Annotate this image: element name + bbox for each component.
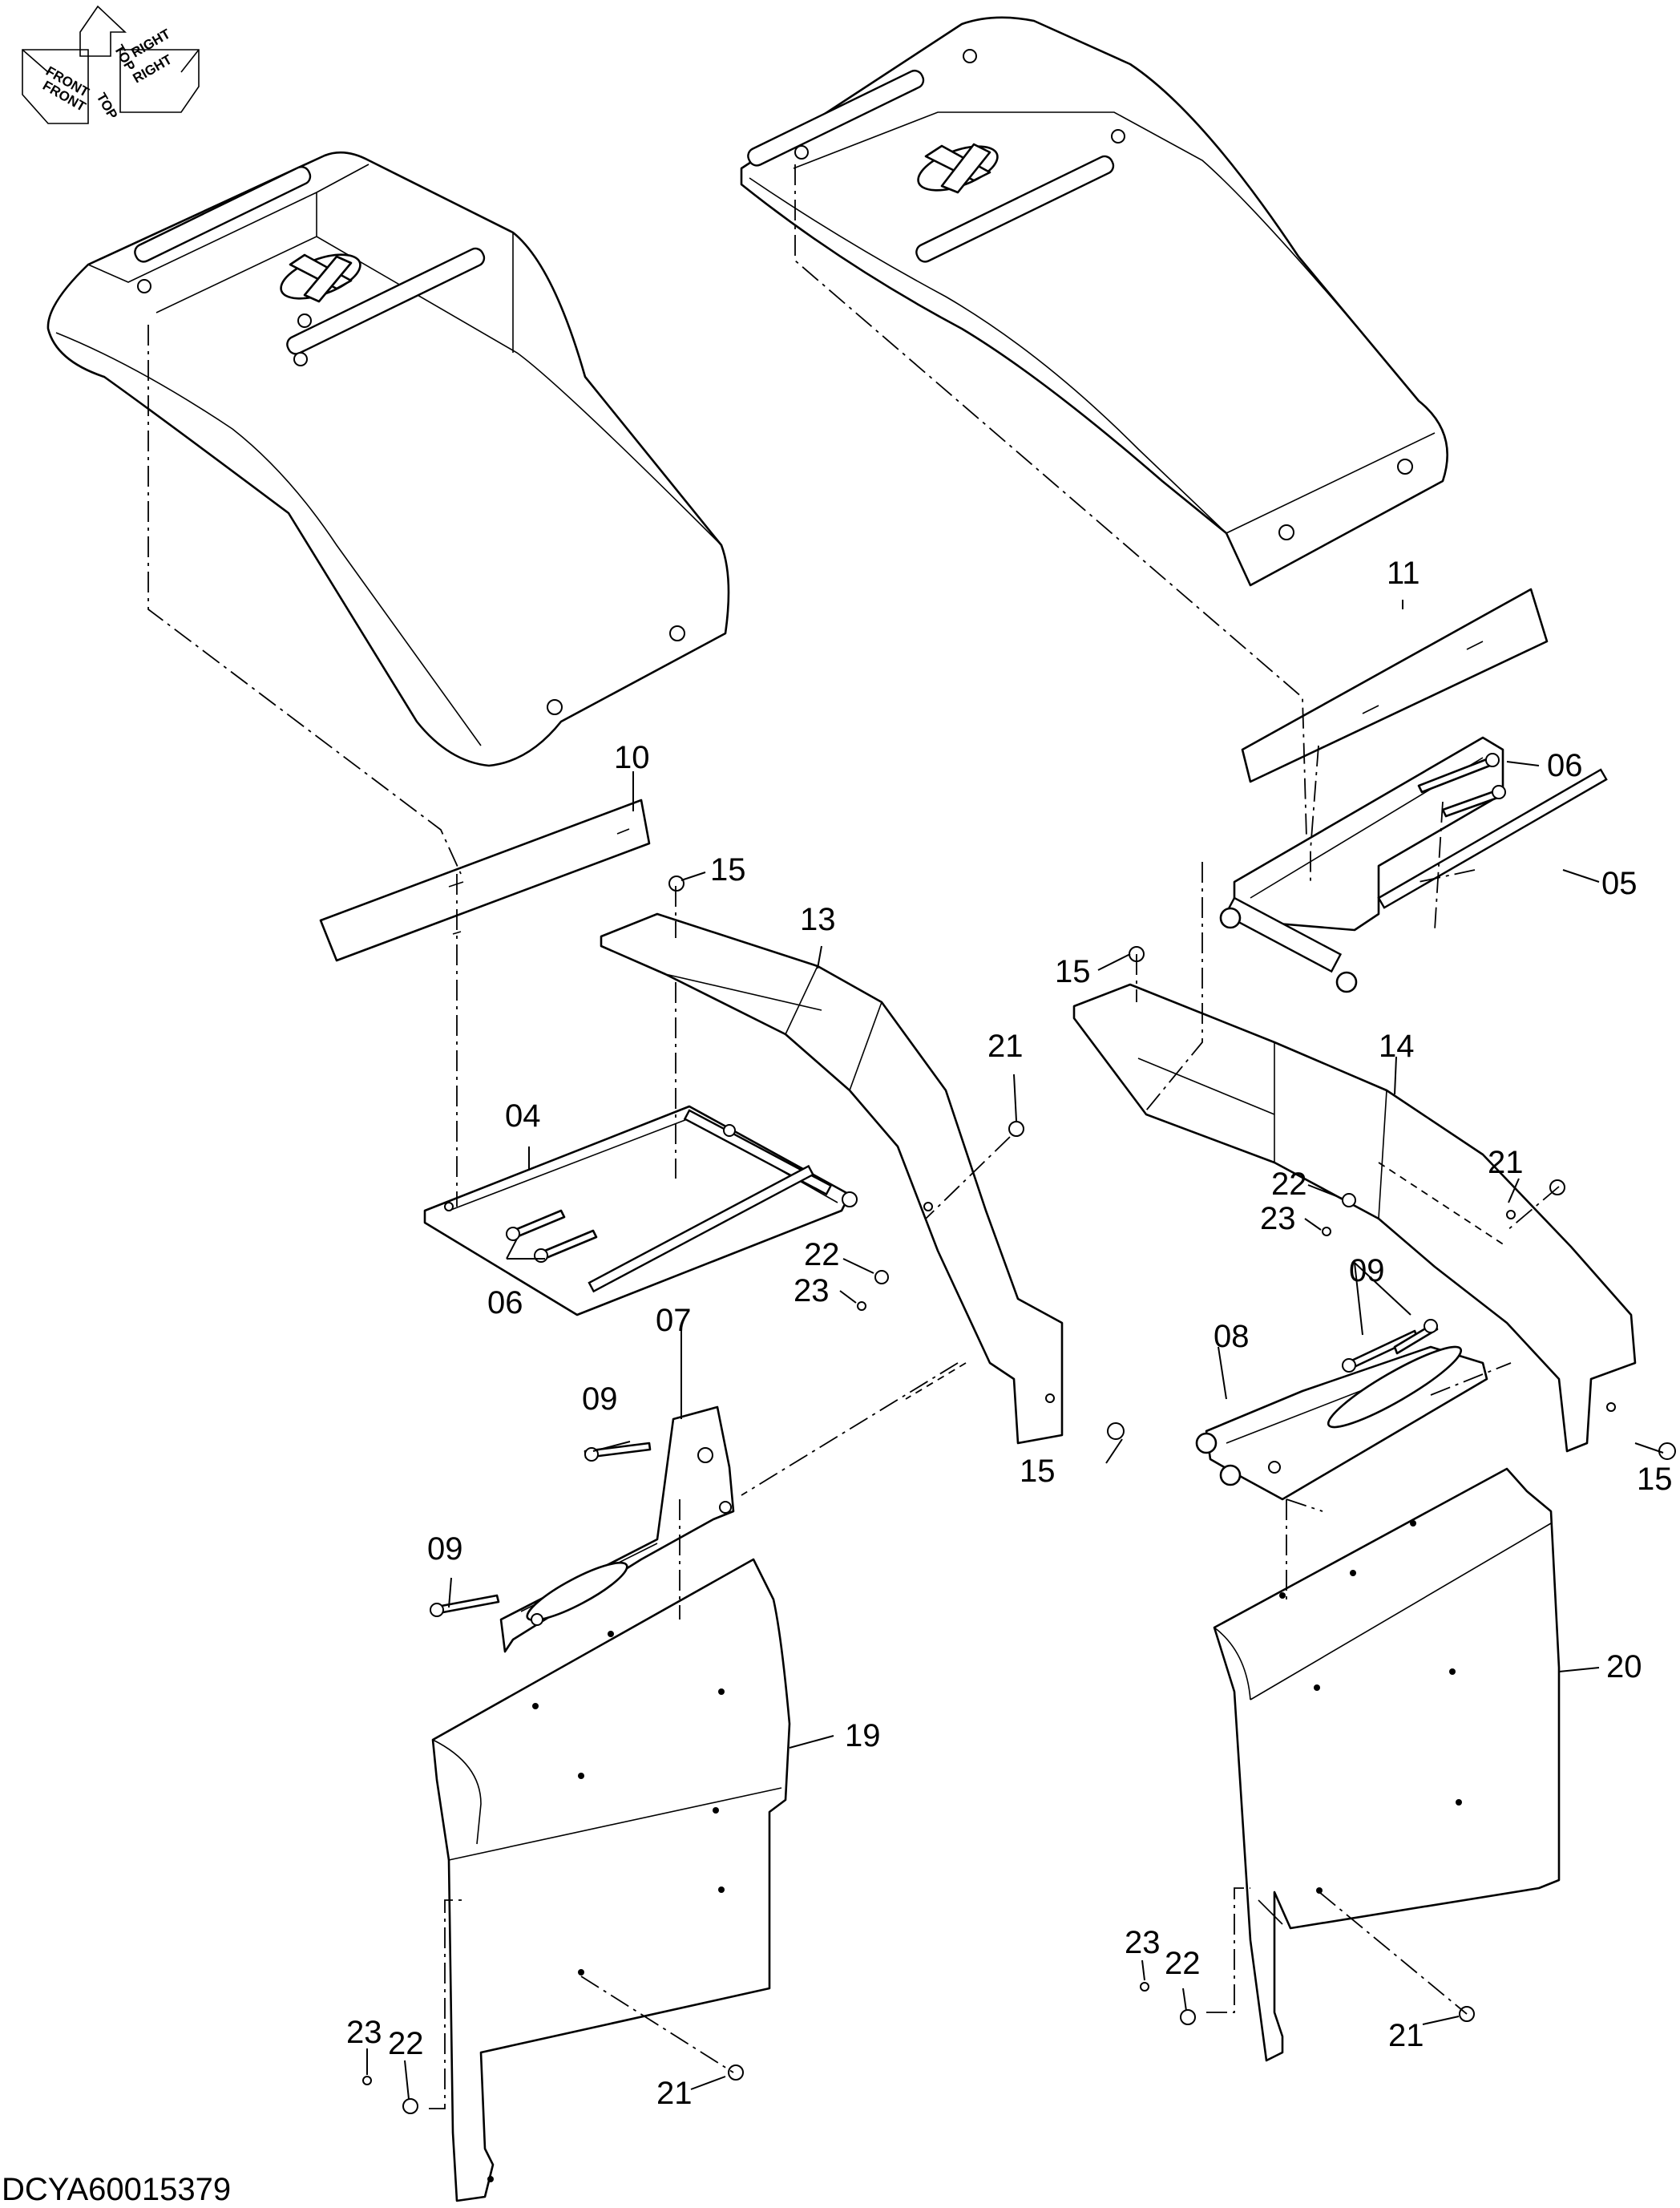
callout-15-left-top: 15	[710, 852, 746, 888]
callout-09-left-upper: 09	[582, 1381, 618, 1417]
callout-04: 04	[505, 1098, 541, 1134]
callout-15-right-bottom: 15	[1637, 1462, 1673, 1497]
bolts-06-left	[506, 1209, 598, 1263]
callout-20: 20	[1606, 1649, 1642, 1684]
callout-23-right-bottom: 23	[1125, 1925, 1161, 1960]
seal-plate-10	[319, 799, 651, 962]
callout-labels: 10 15 13 21 04 06 22 23 07 09 15 09 19 2…	[346, 556, 1673, 2111]
orientation-indicator: FRONT FRONT TOP RIGHT RIGHT TOP	[22, 5, 200, 124]
stay-13	[600, 912, 1064, 1445]
callout-08: 08	[1214, 1319, 1250, 1354]
callout-15-right-top: 15	[1055, 954, 1091, 989]
bolt-09-left-upper	[584, 1442, 652, 1462]
callout-05: 05	[1601, 866, 1638, 901]
callout-23-right-mid: 23	[1260, 1201, 1296, 1236]
callout-22-right-mid: 22	[1271, 1167, 1307, 1202]
callout-21-left-mid: 21	[987, 1029, 1024, 1064]
callout-06-left: 06	[487, 1285, 523, 1320]
callout-09-right: 09	[1349, 1253, 1385, 1288]
left-fender-cover	[46, 151, 730, 767]
bolts-09-right	[1342, 1319, 1439, 1373]
top-label-mirrored: TOP	[94, 91, 121, 122]
leaders	[366, 600, 1664, 2100]
drawing-code: DCYA60015379	[2, 2172, 231, 2207]
bracket-07	[499, 1405, 735, 1653]
callout-19: 19	[845, 1718, 881, 1753]
bracket-08	[1195, 1345, 1488, 1501]
mudguard-20	[1213, 1467, 1561, 2062]
stay-14	[1072, 983, 1637, 1453]
callout-23-left-mid: 23	[794, 1273, 830, 1308]
seal-plate-11	[1241, 588, 1549, 783]
callout-11: 11	[1387, 556, 1420, 591]
assembly-lines	[147, 164, 1560, 2109]
callout-15-left-bottom: 15	[1020, 1454, 1056, 1489]
callout-14: 14	[1379, 1029, 1415, 1064]
callout-09-left-lower: 09	[427, 1531, 463, 1567]
callout-21-left-bottom: 21	[656, 2076, 693, 2111]
callout-07: 07	[656, 1303, 692, 1338]
callout-06-right: 06	[1547, 748, 1583, 783]
callout-10: 10	[614, 740, 650, 775]
callout-21-right-bottom: 21	[1388, 2018, 1424, 2053]
mudguard-19	[431, 1558, 791, 2202]
callout-23-left-bottom: 23	[346, 2015, 382, 2050]
right-fender-cover	[740, 16, 1449, 587]
callout-22-left-mid: 22	[804, 1237, 840, 1272]
bolt-09-left-lower	[430, 1594, 500, 1617]
callout-13: 13	[800, 902, 836, 937]
callout-21-right-mid: 21	[1488, 1145, 1524, 1180]
bracket-04	[423, 1105, 858, 1316]
callout-22-left-bottom: 22	[388, 2026, 424, 2061]
callout-22-right-bottom: 22	[1165, 1946, 1201, 1981]
bolts-06-right	[1417, 753, 1506, 818]
